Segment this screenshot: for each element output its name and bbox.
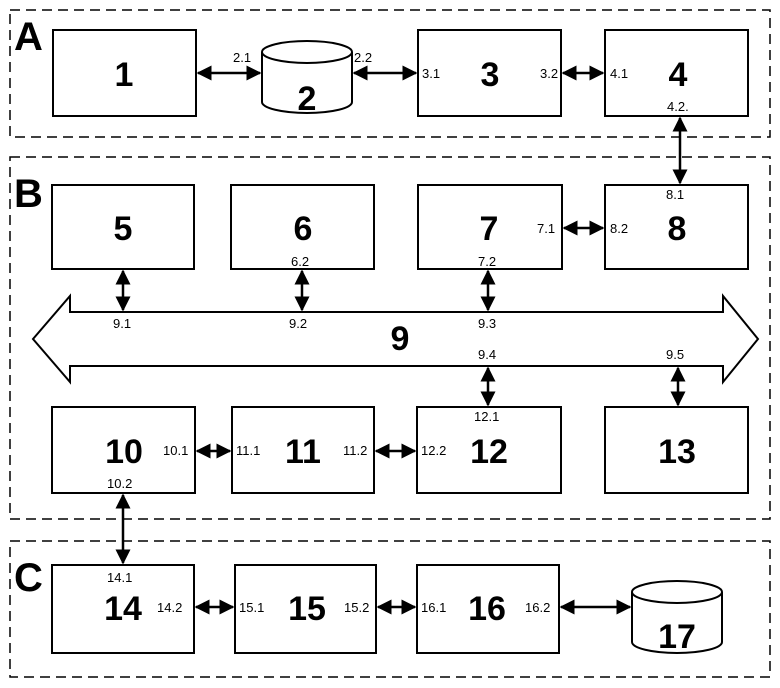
port-9-4: 9.4 [478,347,496,362]
port-15-2: 15.2 [344,600,369,615]
port-2-1: 2.1 [233,50,251,65]
port-8-1: 8.1 [666,187,684,202]
port-3-1: 3.1 [422,66,440,81]
block-1-label: 1 [115,56,134,94]
port-6-2: 6.2 [291,254,309,269]
group-a-label: A [14,15,43,59]
port-9-3: 9.3 [478,316,496,331]
bus-9-label: 9 [391,320,410,358]
port-9-5: 9.5 [666,347,684,362]
port-4-1: 4.1 [610,66,628,81]
block-14-label: 14 [104,590,142,628]
port-11-2: 11.2 [343,443,367,458]
port-12-1: 12.1 [474,409,499,424]
block-11-label: 11 [285,433,321,471]
port-2-2: 2.2 [354,50,372,65]
port-10-1: 10.1 [163,443,188,458]
block-7-label: 7 [480,210,499,248]
group-c-label: C [14,556,43,600]
port-7-2: 7.2 [478,254,496,269]
block-16-label: 16 [468,590,506,628]
port-14-2: 14.2 [157,600,182,615]
port-9-1: 9.1 [113,316,131,331]
port-8-2: 8.2 [610,221,628,236]
block-4-label: 4 [669,56,688,94]
port-14-1: 14.1 [107,570,132,585]
port-10-2: 10.2 [107,476,132,491]
port-16-1: 16.1 [421,600,446,615]
port-7-1: 7.1 [537,221,555,236]
block-10-label: 10 [105,433,143,471]
port-12-2: 12.2 [421,443,446,458]
block-8-label: 8 [668,210,687,248]
port-15-1: 15.1 [239,600,264,615]
storage-17-label: 17 [658,618,696,656]
port-11-1: 11.1 [236,443,260,458]
port-3-2: 3.2 [540,66,558,81]
block-13-label: 13 [658,433,696,471]
block-3-label: 3 [481,56,500,94]
block-6-label: 6 [294,210,313,248]
block-12-label: 12 [470,433,508,471]
block-5-label: 5 [114,210,133,248]
port-4-2: 4.2. [667,99,689,114]
port-16-2: 16.2 [525,600,550,615]
storage-2-label: 2 [298,80,317,118]
port-9-2: 9.2 [289,316,307,331]
block-15-label: 15 [288,590,326,628]
group-b-label: B [14,172,43,216]
